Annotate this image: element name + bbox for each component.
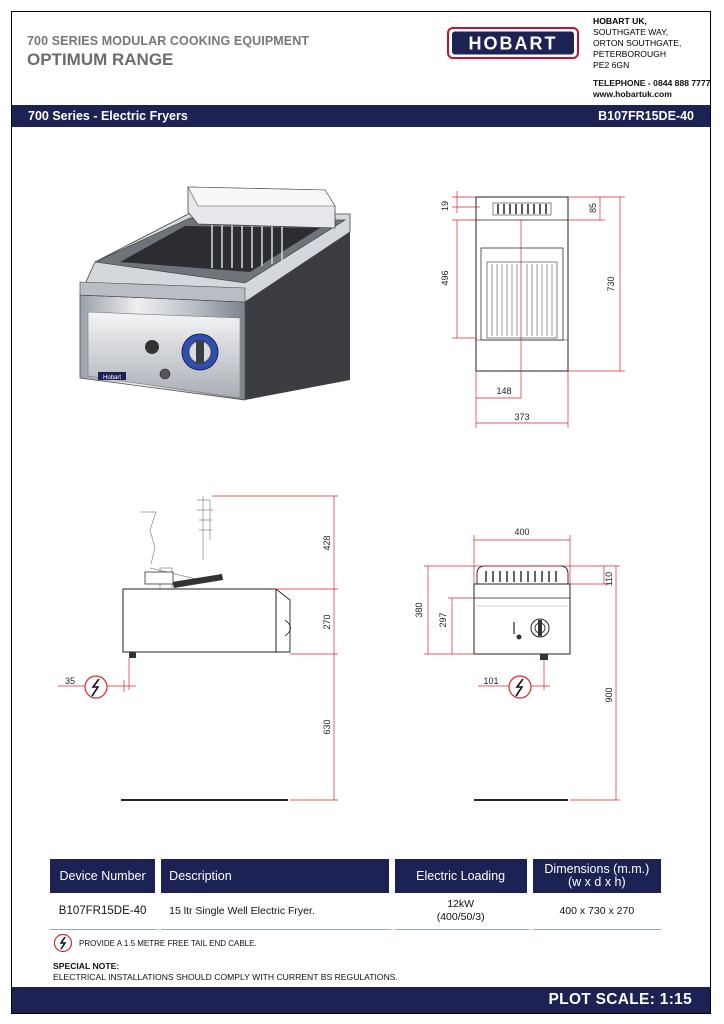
page-frame	[11, 11, 711, 1014]
col-dimensions-line1: Dimensions (m.m.)	[544, 862, 650, 876]
cell-dimensions: 400 x 730 x 270	[532, 893, 661, 930]
website-link[interactable]: www.hobartuk.com	[593, 89, 672, 99]
electric-supply-icon	[84, 675, 108, 699]
product-badge: Hobart	[103, 375, 121, 381]
loading-supply: (400/50/3)	[436, 911, 485, 923]
table-header-row: Device Number Description Electric Loadi…	[50, 859, 661, 893]
table-row: B107FR15DE-40 15 ltr Single Well Electri…	[50, 893, 661, 930]
series-title: 700 SERIES MODULAR COOKING EQUIPMENT	[27, 34, 310, 48]
dim-front-body: 380	[414, 602, 424, 617]
dim-plan-width: 373	[514, 412, 529, 422]
address-line: SOUTHGATE WAY,	[593, 27, 669, 37]
address-line: PETERBOROUGH	[593, 49, 667, 59]
product-category: 700 Series - Electric Fryers	[28, 109, 188, 123]
fryer-3d-view: Hobart	[79, 186, 351, 401]
col-description: Description	[161, 859, 395, 893]
special-note-text: ELECTRICAL INSTALLATIONS SHOULD COMPLY W…	[53, 972, 398, 982]
dim-plan-well-depth: 496	[440, 270, 450, 285]
dim-front-splash: 110	[604, 572, 614, 586]
dim-front-panel: 297	[438, 612, 448, 627]
dim-side-body-height: 270	[322, 614, 332, 629]
svg-text:HOBART: HOBART	[469, 34, 558, 54]
footer-bar: PLOT SCALE: 1:15	[12, 987, 710, 1013]
dim-plan-half-width: 148	[496, 386, 511, 396]
title-bar: 700 Series - Electric Fryers B107FR15DE-…	[12, 105, 710, 127]
dim-plan-top-right: 85	[588, 203, 598, 213]
address-line: PE2 6GN	[593, 60, 630, 70]
telephone: TELEPHONE - 0844 888 7777	[593, 78, 711, 88]
company-address: HOBART UK, SOUTHGATE WAY, ORTON SOUTHGAT…	[593, 16, 681, 71]
plan-view: 19 496 85 730 148 373	[440, 191, 625, 428]
col-device-number: Device Number	[50, 859, 162, 893]
dim-side-basket-height: 428	[322, 535, 332, 550]
special-note-heading: SPECIAL NOTE:	[53, 961, 120, 971]
range-title: OPTIMUM RANGE	[27, 50, 174, 69]
dim-front-width: 400	[514, 527, 529, 537]
col-dimensions-line2: (w x d x h)	[568, 875, 626, 889]
cell-description: 15 ltr Single Well Electric Fryer.	[161, 893, 395, 930]
technical-drawing: Hobart	[58, 186, 625, 801]
dim-front-cable-offset: 101	[483, 676, 498, 686]
dim-front-total-height: 900	[604, 687, 614, 702]
electric-supply-icon	[508, 675, 532, 699]
col-dimensions: Dimensions (m.m.) (w x d x h)	[532, 859, 661, 893]
cable-note: PROVIDE A 1.5 METRE FREE TAIL END CABLE.	[53, 933, 257, 953]
model-number: B107FR15DE-40	[598, 109, 694, 123]
electric-supply-icon	[53, 933, 73, 953]
address-line: ORTON SOUTHGATE,	[593, 38, 682, 48]
dim-plan-overall-depth: 730	[606, 276, 616, 291]
col-electric-loading: Electric Loading	[394, 859, 533, 893]
cell-electric-loading: 12kW (400/50/3)	[394, 893, 533, 930]
front-view: 400 110 380 297 101 900	[414, 527, 620, 801]
dim-side-offset: 35	[65, 676, 75, 686]
address-line: HOBART UK,	[593, 16, 647, 26]
hobart-logo: HOBART	[447, 27, 579, 59]
loading-power: 12kW	[447, 898, 475, 910]
dim-side-leg-height: 630	[322, 719, 332, 734]
side-view: 428 270 630 35	[58, 495, 338, 801]
dim-plan-top-depth: 19	[440, 201, 450, 211]
cable-note-text: PROVIDE A 1.5 METRE FREE TAIL END CABLE.	[79, 938, 257, 948]
plot-scale: PLOT SCALE: 1:15	[548, 991, 692, 1008]
contact-details: TELEPHONE - 0844 888 7777 www.hobartuk.c…	[593, 78, 711, 100]
cell-device-number: B107FR15DE-40	[50, 893, 162, 930]
spec-table: Device Number Description Electric Loadi…	[50, 859, 661, 930]
